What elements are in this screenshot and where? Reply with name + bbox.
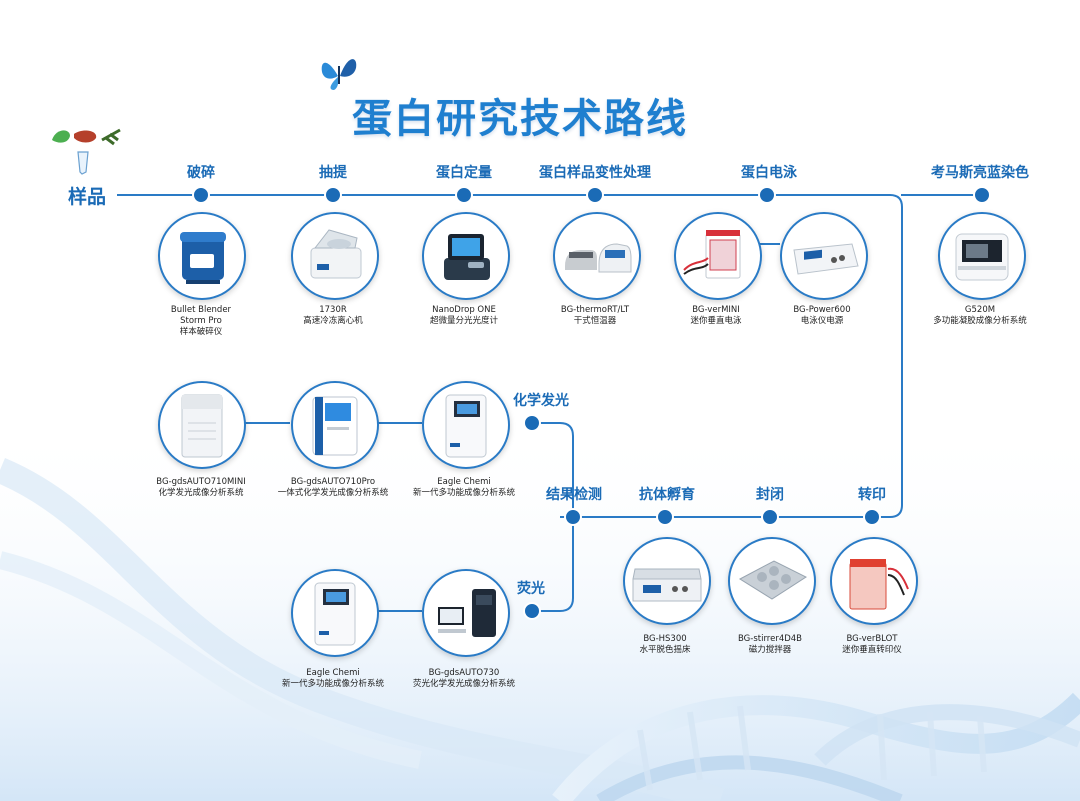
node-transfer — [863, 508, 881, 526]
instrument-image-centrifuge — [291, 212, 379, 300]
instrument-image-thermort — [553, 212, 641, 300]
instrument-caption-eagle-chemi-2: Eagle Chemi 新一代多功能成像分析系统 — [281, 668, 384, 689]
instrument-caption-centrifuge: 1730R 高速冷冻离心机 — [303, 305, 363, 326]
stage-extract-label: 抽提 — [319, 165, 347, 181]
instrument-image-gds730 — [422, 569, 510, 657]
instrument-caption-gds710pro: BG-gdsAUTO710Pro 一体式化学发光成像分析系统 — [277, 477, 389, 498]
instrument-caption-thermort: BG-thermoRT/LT 干式恒温器 — [560, 305, 630, 326]
stage-fluorescence-label: 荧光 — [517, 581, 545, 597]
instrument-image-power600 — [780, 212, 868, 300]
instrument-caption-power600: BG-Power600 电泳仪电源 — [793, 305, 851, 326]
page-title: 蛋白研究技术路线 — [352, 96, 688, 142]
tube-icon — [77, 151, 89, 175]
stage-coomassie-label: 考马斯亮蓝染色 — [931, 165, 1029, 181]
instrument-caption-hs300: BG-HS300 水平脱色摇床 — [639, 634, 691, 655]
instrument-caption-nanodrop: NanoDrop ONE 超微量分光光度计 — [429, 305, 498, 326]
stage-electrophoresis-label: 蛋白电泳 — [741, 165, 797, 181]
liver-icon — [74, 130, 97, 143]
node-fluorescence — [523, 602, 541, 620]
sample-label: 样品 — [68, 186, 107, 208]
instrument-image-gds710pro — [291, 381, 379, 469]
instrument-image-nanodrop — [422, 212, 510, 300]
butterfly-icon — [321, 59, 357, 90]
stage-blocking-label: 封闭 — [756, 487, 784, 503]
stage-antibody-label: 抗体孵育 — [639, 487, 695, 503]
instrument-image-bullet-blender — [158, 212, 246, 300]
sample-icons — [52, 128, 121, 175]
stage-chemi-label: 化学发光 — [513, 393, 569, 409]
instrument-caption-gds730: BG-gdsAUTO730 荧光化学发光成像分析系统 — [412, 668, 515, 689]
instrument-image-stirrer — [728, 537, 816, 625]
instrument-image-vermini — [674, 212, 762, 300]
node-extract — [324, 186, 342, 204]
node-crush — [192, 186, 210, 204]
instrument-caption-eagle-chemi-1: Eagle Chemi 新一代多功能成像分析系统 — [412, 477, 515, 498]
node-antibody — [656, 508, 674, 526]
node-coomassie — [973, 186, 991, 204]
instrument-caption-verblot: BG-verBLOT 迷你垂直转印仪 — [842, 634, 902, 655]
instrument-image-eagle-chemi-1 — [422, 381, 510, 469]
instrument-caption-bullet-blender: Bullet Blender Storm Pro 样本破碎仪 — [170, 305, 232, 337]
instrument-image-verblot — [830, 537, 918, 625]
instrument-image-g520m — [938, 212, 1026, 300]
node-electrophoresis — [758, 186, 776, 204]
instrument-image-gds710mini — [158, 381, 246, 469]
instrument-caption-stirrer: BG-stirrer4D4B 磁力搅拌器 — [737, 634, 803, 655]
stage-quant-label: 蛋白定量 — [436, 165, 492, 181]
instrument-caption-gds710mini: BG-gdsAUTO710MINI 化学发光成像分析系统 — [156, 477, 246, 498]
instrument-image-hs300 — [623, 537, 711, 625]
stage-transfer-label: 转印 — [858, 487, 886, 503]
node-blocking — [761, 508, 779, 526]
instrument-caption-vermini: BG-verMINI 迷你垂直电泳 — [690, 305, 742, 326]
node-detection — [564, 508, 582, 526]
instrument-caption-g520m: G520M 多功能凝胶成像分析系统 — [933, 305, 1027, 326]
insect-icon — [101, 128, 121, 146]
stage-crush-label: 破碎 — [187, 165, 215, 181]
node-chemi — [523, 414, 541, 432]
stage-detection-label: 结果检测 — [546, 487, 602, 503]
node-quant — [455, 186, 473, 204]
stage-denature-label: 蛋白样品变性处理 — [539, 165, 651, 181]
leaf-icon — [52, 130, 70, 143]
instrument-image-eagle-chemi-2 — [291, 569, 379, 657]
node-denature — [586, 186, 604, 204]
